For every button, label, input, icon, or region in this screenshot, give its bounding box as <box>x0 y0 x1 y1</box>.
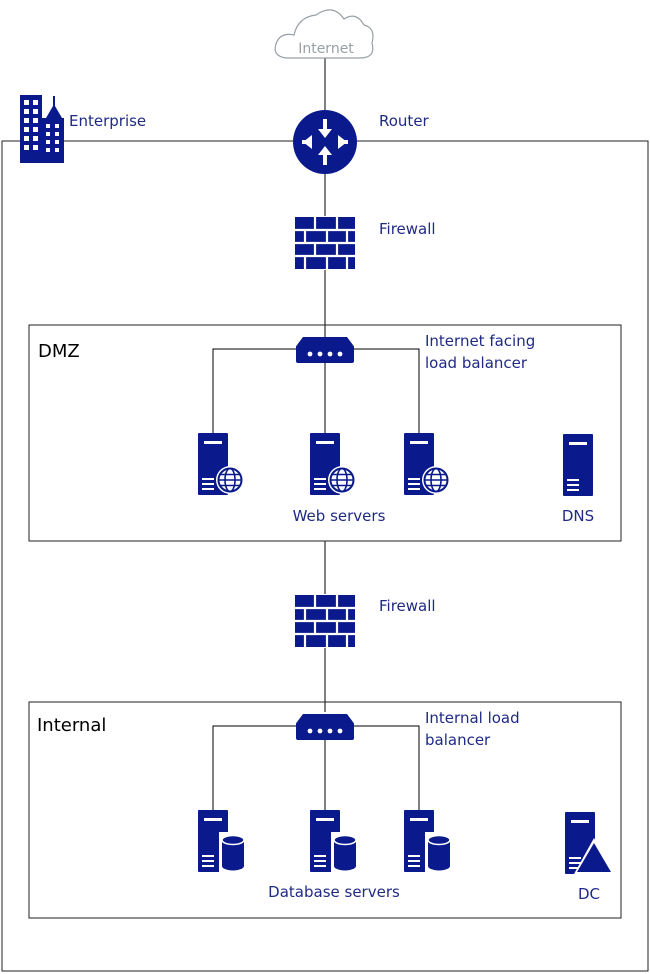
building-icon <box>20 95 64 163</box>
internal-label: Internal <box>37 715 106 736</box>
internet-label: Internet <box>298 41 354 57</box>
dns-label: DNS <box>562 507 594 525</box>
web-server-icon <box>310 433 357 495</box>
router-icon <box>293 110 357 174</box>
database-servers-label: Database servers <box>268 883 400 901</box>
firewall-icon <box>293 215 357 271</box>
domain-controller-icon <box>565 812 614 874</box>
dmz-label: DMZ <box>38 341 80 362</box>
firewall-bottom-label: Firewall <box>379 597 436 615</box>
web-servers-label: Web servers <box>293 507 386 525</box>
internal-zone <box>28 701 622 919</box>
database-server-icon <box>198 810 248 873</box>
load-balancer-icon <box>296 337 354 363</box>
web-server-icon <box>198 433 245 495</box>
web-server-icon <box>404 433 451 495</box>
internal-lb-label-line1: Internal load <box>425 709 520 727</box>
dc-label: DC <box>578 885 600 903</box>
internet-lb-label-line2: load balancer <box>425 354 528 372</box>
database-server-icon <box>404 810 454 873</box>
database-server-icon <box>310 810 360 873</box>
internet-lb-label-line1: Internet facing <box>425 332 535 350</box>
router-label: Router <box>379 112 430 130</box>
firewall-top-label: Firewall <box>379 220 436 238</box>
firewall-icon <box>293 593 357 649</box>
load-balancer-icon <box>296 714 354 740</box>
cloud-icon <box>274 9 374 59</box>
internal-lb-label-line2: balancer <box>425 731 491 749</box>
enterprise-label: Enterprise <box>69 112 146 130</box>
server-icon <box>563 434 593 496</box>
dmz-zone <box>28 324 622 542</box>
